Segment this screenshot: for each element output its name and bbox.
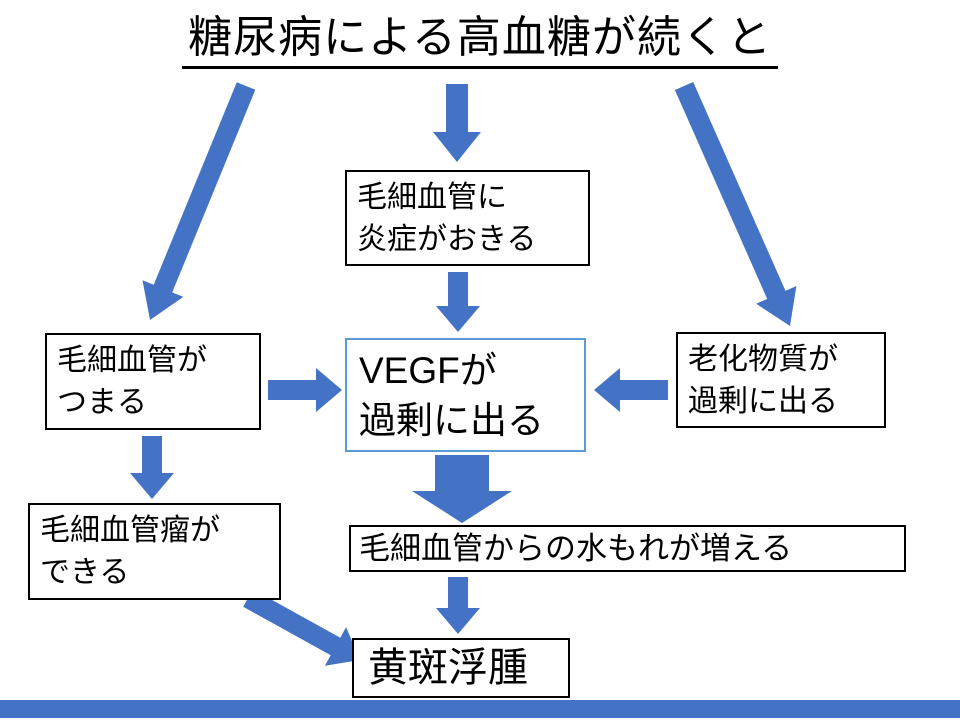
arrow-vegf-to-leak-icon [412, 455, 512, 523]
arrow-leak-to-edema-icon [436, 577, 480, 634]
box-capillary-aneurysm: 毛細血管瘤が できる [28, 503, 281, 600]
arrow-inflammation-to-vegf-icon [436, 272, 480, 332]
box-aging-substances: 老化物質が 過剰に出る [676, 332, 886, 428]
title-row: 糖尿病による高血糖が続くと [0, 13, 960, 70]
box-capillary-leak: 毛細血管からの水もれが増える [349, 525, 906, 572]
box-capillary-clog: 毛細血管が つまる [45, 333, 261, 430]
arrow-title-to-aging-icon [674, 82, 797, 326]
arrow-aneurysm-to-edema-icon [243, 589, 360, 666]
arrow-title-to-inflammation-icon [433, 84, 481, 162]
arrow-title-to-clog-icon [142, 82, 256, 320]
slide-title: 糖尿病による高血糖が続くと [182, 13, 778, 70]
arrow-clog-to-vegf-icon [268, 368, 342, 412]
box-macular-edema: 黄斑浮腫 [352, 638, 570, 698]
bottom-accent-bar [0, 700, 960, 718]
box-vegf-excess: VEGFが 過剰に出る [345, 338, 586, 452]
box-capillary-inflammation: 毛細血管に 炎症がおきる [345, 170, 590, 266]
arrow-clog-to-aneurysm-icon [130, 436, 174, 499]
arrow-aging-to-vegf-icon [594, 368, 668, 412]
